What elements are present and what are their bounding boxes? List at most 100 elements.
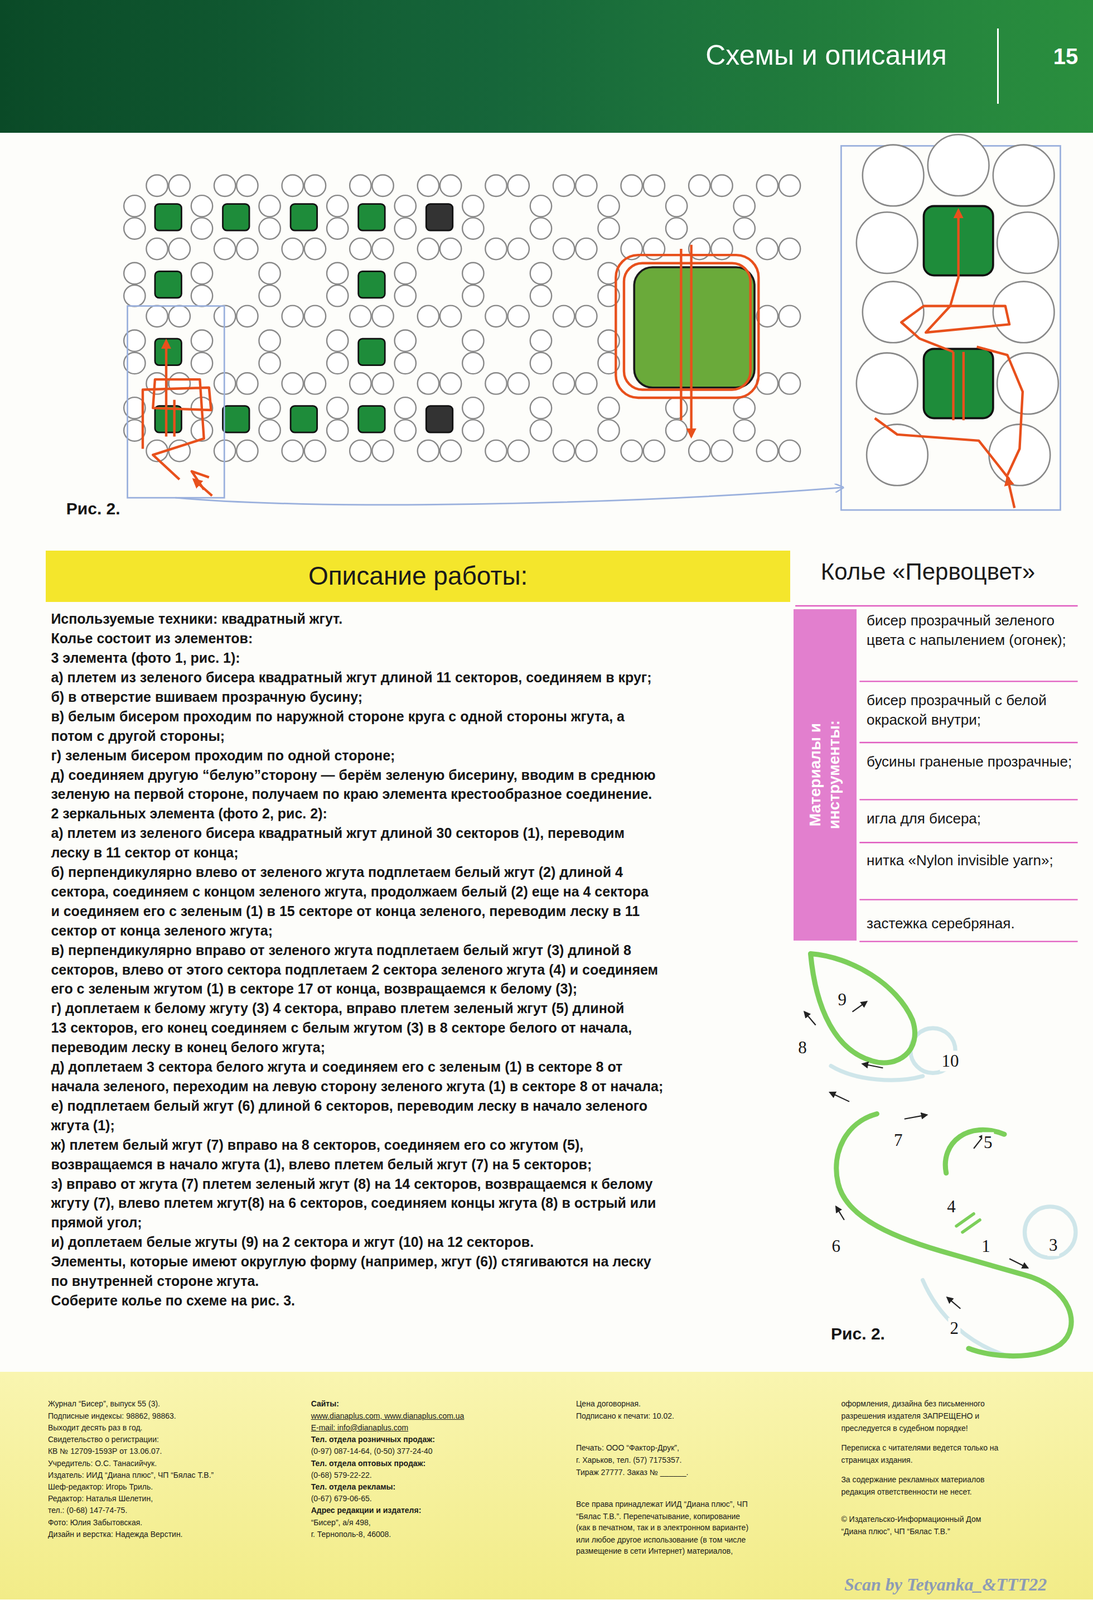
- instruction-line: б) перпендикулярно влево от зеленого жгу…: [50, 863, 623, 880]
- bead: [856, 211, 918, 274]
- bead: [371, 238, 394, 260]
- imprint-line: редакция ответственности не несет.: [840, 1486, 972, 1497]
- bead: [508, 372, 530, 394]
- direction-arrow: [829, 1091, 850, 1101]
- imprint-line: (0-68) 579-22-22.: [311, 1469, 372, 1480]
- bead: [191, 195, 213, 217]
- green-strand: [962, 1219, 980, 1232]
- watermark: Scan by Tetyanka_&TTT22: [844, 1573, 1047, 1595]
- bead: [575, 305, 597, 327]
- bead: [191, 329, 213, 351]
- direction-arrow: [835, 1206, 845, 1220]
- bead: [258, 262, 280, 284]
- bead-grid: [123, 175, 801, 462]
- bead: [168, 175, 191, 197]
- bead: [326, 329, 348, 351]
- instruction-line: г) доплетаем к белому жгуту (3) 4 сектор…: [50, 999, 625, 1017]
- bead: [665, 195, 688, 217]
- square-bead: [222, 405, 250, 433]
- green-strand: [836, 1113, 1072, 1356]
- imprint-line: Адрес редакции и издателя:: [311, 1505, 422, 1515]
- figure-caption: Рис. 2.: [830, 1323, 885, 1344]
- imprint-line: Подписано к печати: 10.02.: [576, 1410, 675, 1421]
- bead: [282, 439, 304, 462]
- thread-arrow: [193, 479, 212, 496]
- square-bead: [155, 271, 182, 298]
- bead: [530, 284, 552, 307]
- bead: [168, 372, 191, 394]
- bead: [349, 238, 371, 260]
- square-bead: [155, 338, 182, 366]
- bead: [304, 305, 326, 327]
- bead: [371, 372, 394, 394]
- instruction-line: сектор от конца зеленого жгута;: [50, 921, 273, 939]
- instruction-line: 2 зеркальных элемента (фото 2, рис. 2):: [50, 804, 327, 822]
- bead: [711, 439, 733, 462]
- square-bead: [426, 405, 453, 433]
- bead: [191, 284, 213, 307]
- bead: [575, 372, 597, 394]
- bead: [485, 372, 507, 394]
- imprint-line: Тираж 27777. Заказ № ______.: [576, 1467, 689, 1477]
- bead: [326, 217, 348, 239]
- bead: [553, 372, 575, 394]
- imprint-line: Шеф-редактор: Игорь Триль.: [47, 1481, 153, 1492]
- square-bead: [358, 405, 386, 433]
- instruction-line: переводим леску в конец белого жгута;: [50, 1038, 326, 1056]
- thread-path: [142, 244, 759, 496]
- footer-band: Журнал “Бисер”, выпуск 55 (3).Подписные …: [0, 1371, 1093, 1599]
- section-band: Описание работы:: [45, 550, 791, 602]
- bead: [530, 397, 552, 419]
- bead: [258, 284, 280, 307]
- bead: [862, 144, 925, 207]
- imprint-line: или любое другое использование (в том чи…: [576, 1534, 746, 1545]
- imprint-line: “Бисер”, а/я 498,: [311, 1517, 371, 1527]
- bead: [688, 439, 710, 462]
- bead: [530, 419, 552, 441]
- imprint-line: За содержание рекламных материалов: [840, 1474, 985, 1484]
- thread-line: [977, 346, 1023, 476]
- bead: [146, 238, 168, 260]
- direction-arrows: [804, 1000, 1028, 1308]
- bead: [236, 175, 258, 197]
- bead: [349, 175, 371, 197]
- imprint-line: Тел. отдела розничных продаж:: [311, 1434, 435, 1444]
- instruction-line: сектора, соединяем с концом зеленого жгу…: [50, 882, 649, 900]
- imprint-line: Фото: Юлия Забытовская.: [47, 1517, 143, 1527]
- instruction-line: Элементы, которые имеют округлую форму (…: [50, 1252, 651, 1270]
- square-bead: [358, 338, 386, 366]
- imprint-line: E-mail: info@dianaplus.com: [311, 1422, 409, 1433]
- page-number: 15: [1053, 42, 1079, 70]
- instruction-line: и) доплетаем белые жгуты (9) на 2 сектор…: [50, 1232, 534, 1250]
- bead: [282, 175, 304, 197]
- section-heading: Описание работы:: [45, 560, 791, 592]
- callout-number: 4: [945, 1195, 958, 1217]
- imprint-line: Учредитель: О.С. Танасийчук.: [47, 1458, 157, 1468]
- product-title: Колье «Первоцвет»: [820, 557, 1036, 586]
- imprint-line: Издатель: ИИД “Диана плюс”, ЧП “Бялас Т.…: [47, 1469, 214, 1480]
- bead: [665, 419, 688, 441]
- bead: [236, 372, 258, 394]
- bead: [733, 419, 756, 441]
- materials-heading: Материалы и инструменты:: [806, 682, 844, 867]
- bead: [417, 175, 439, 197]
- imprint-line: Свидетельство о регистрации:: [47, 1434, 159, 1444]
- instruction-line: начала зеленого, переходим на левую стор…: [50, 1077, 664, 1095]
- bead: [508, 238, 530, 260]
- green-strand: [810, 953, 916, 1063]
- thread-line: [962, 351, 965, 420]
- bead: [417, 305, 439, 327]
- bead: [304, 175, 326, 197]
- detail-frame: [127, 306, 225, 498]
- rule: [859, 841, 1078, 843]
- square-bead: [290, 204, 318, 231]
- instruction-line: а) плетем из зеленого бисера квадратный …: [50, 824, 625, 841]
- bead: [123, 195, 145, 217]
- bead: [462, 217, 484, 239]
- rule: [859, 680, 1078, 682]
- callout-number: 6: [830, 1235, 843, 1257]
- instruction-line: г) зеленым бисером проходим по одной сто…: [50, 746, 395, 764]
- thread-line: [951, 351, 955, 420]
- materials-band: Материалы и инструменты:: [793, 608, 857, 941]
